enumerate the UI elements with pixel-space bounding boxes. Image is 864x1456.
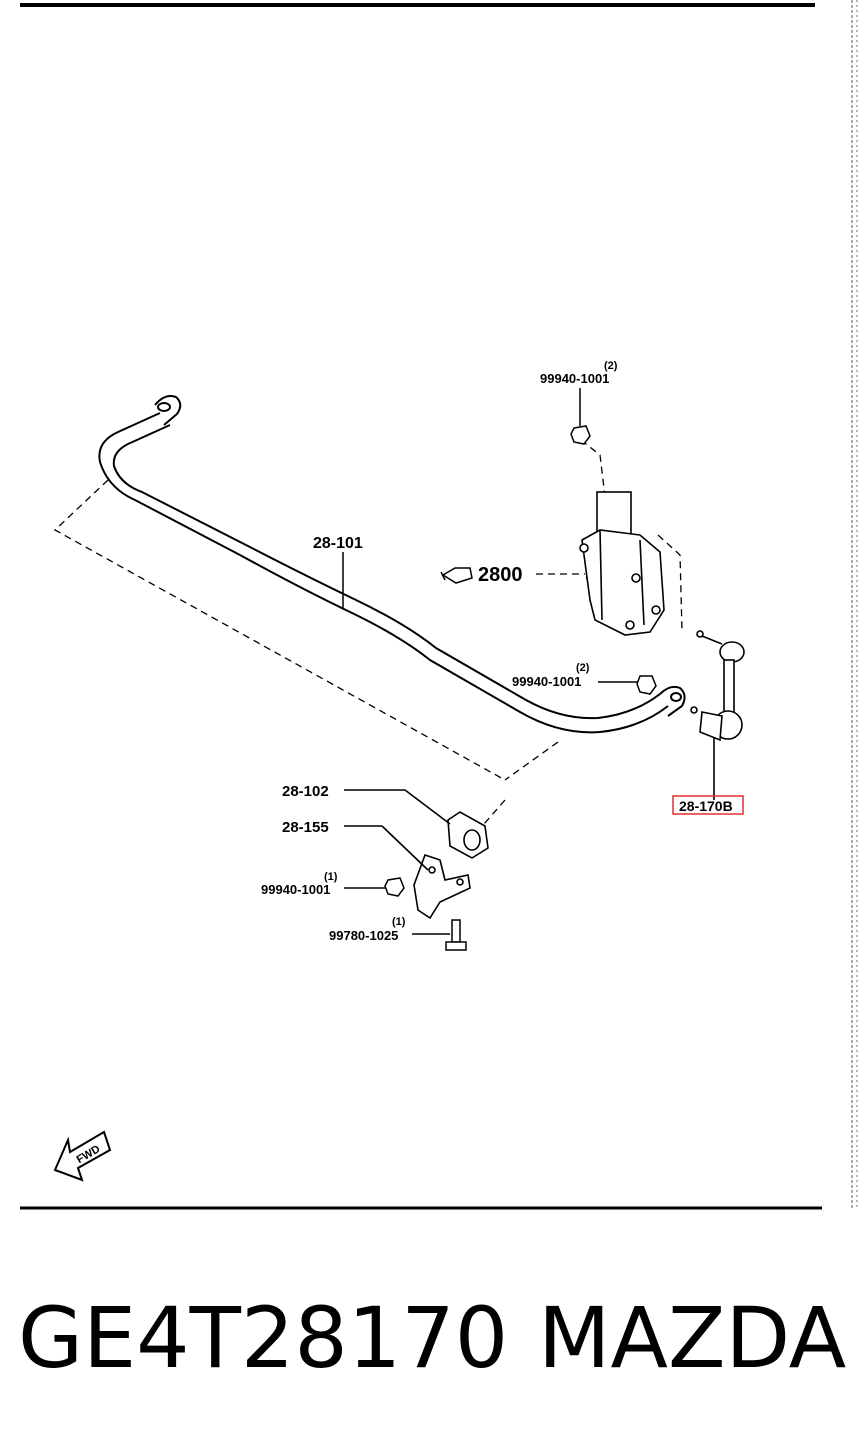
label-bolt: 99780-1025: [329, 928, 398, 943]
label-bracket: 28-155: [282, 819, 329, 836]
label-nut-top-qty: (2): [604, 360, 618, 372]
label-nut-mid-qty: (2): [576, 662, 590, 674]
bolt: [412, 919, 467, 951]
label-bushing: 28-102: [282, 783, 329, 800]
bushing: [344, 789, 489, 859]
label-strut-ref: 2800: [478, 564, 523, 586]
strut-assembly: [579, 491, 665, 636]
part-number: GE4T28170: [18, 1289, 509, 1387]
brand-name: MAZDA: [538, 1289, 847, 1387]
bracket: [344, 825, 471, 920]
mid-nut: [598, 675, 657, 695]
label-nut-top: 99940-1001: [540, 371, 609, 386]
low-nut: [344, 877, 405, 897]
label-nut-low-qty: (1): [324, 871, 338, 883]
stabilizer-bar: [98, 395, 686, 734]
top-nut: [570, 388, 591, 445]
label-nut-mid: 99940-1001: [512, 674, 581, 689]
pointer-hand-icon: [440, 567, 473, 584]
highlight-box: [672, 795, 744, 815]
fwd-arrow-icon: [53, 1130, 112, 1182]
label-nut-low: 99940-1001: [261, 882, 330, 897]
label-link: 28-170B: [679, 798, 733, 814]
label-bolt-qty: (1): [392, 916, 406, 928]
label-bar: 28-101: [313, 535, 363, 552]
part-number-footer: GE4T28170 MAZDA: [18, 1288, 848, 1388]
dashed-guides: [53, 439, 683, 841]
stabilizer-link: [690, 630, 745, 800]
